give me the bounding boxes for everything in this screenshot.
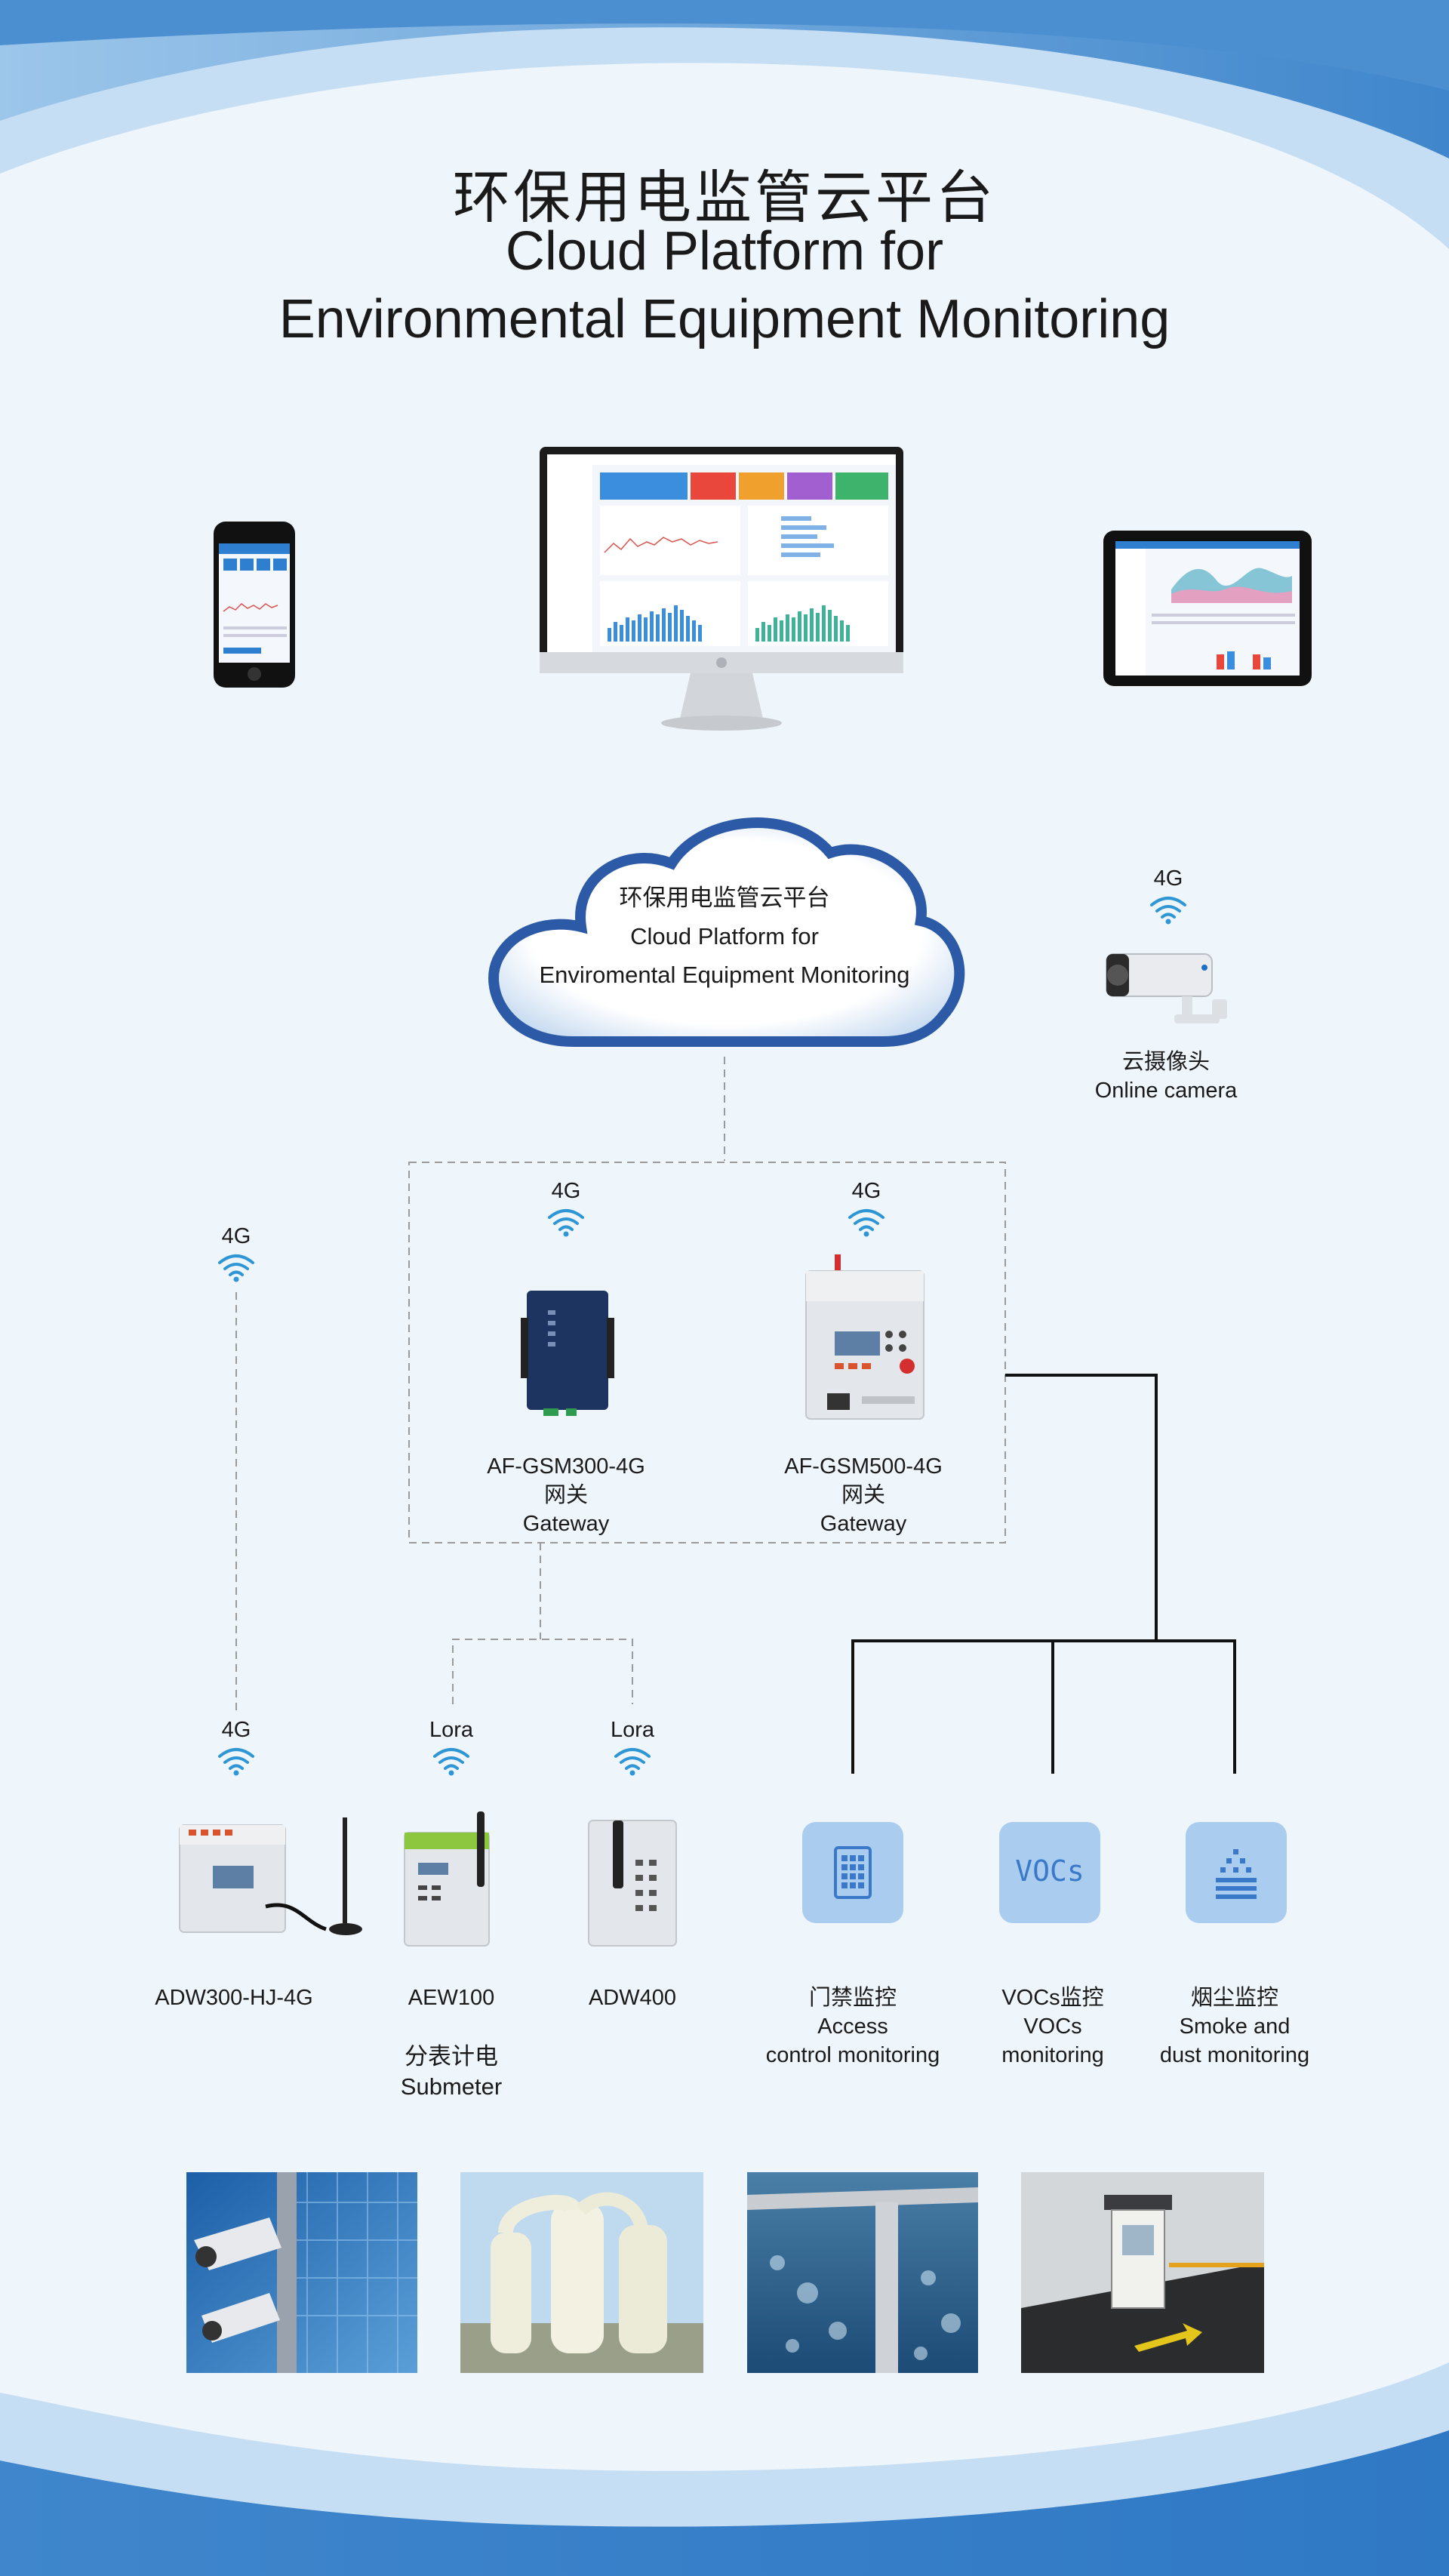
gateway-1-label-cn: 网关	[543, 1483, 588, 1507]
gateway-2-signal-label: 4G	[851, 1179, 881, 1203]
dust-monitor-icon-box	[1186, 1822, 1287, 1923]
wifi-icon	[433, 1748, 469, 1776]
gateway-2-label-cn: 网关	[841, 1483, 885, 1507]
monitor-2-label-en2: monitoring	[1001, 2043, 1104, 2067]
photo-access-gate	[1021, 2172, 1264, 2373]
photo-surveillance-cameras	[186, 2172, 417, 2373]
gateway-1-signal-label: 4G	[551, 1179, 581, 1203]
access-control-icon-box	[802, 1822, 903, 1923]
tablet-icon	[1103, 531, 1312, 686]
gateway-2-label-en: Gateway	[820, 1512, 907, 1536]
wifi-icon	[1150, 897, 1186, 925]
cloud-label-en1: Cloud Platform for	[630, 923, 819, 949]
gateway-af-gsm500-icon	[805, 1254, 924, 1420]
vocs-icon-box: VOCs	[999, 1822, 1100, 1923]
desktop-monitor-icon	[540, 447, 903, 731]
wifi-icon	[848, 1209, 884, 1237]
camera-signal: 4G	[1117, 866, 1220, 925]
meter-3-model: ADW400	[588, 1986, 677, 2010]
submeter-label-cn: 分表计电	[405, 2043, 498, 2070]
wifi-icon	[218, 1748, 254, 1776]
gateway-1-model: AF-GSM300-4G	[487, 1454, 645, 1479]
online-camera-icon	[1106, 953, 1227, 1023]
title-en-line1: Cloud Platform for	[505, 221, 944, 282]
cloud-platform-shape	[488, 817, 965, 1047]
meter-2-model: AEW100	[408, 1986, 495, 2010]
gateway-1-signal: 4G	[515, 1179, 617, 1237]
meter-3-signal-label: Lora	[610, 1718, 655, 1742]
meter-adw300-icon	[179, 1817, 362, 1935]
meter-1-signal: 4G	[185, 1718, 288, 1776]
meter-2-signal: Lora	[400, 1718, 503, 1776]
left-signal-label: 4G	[221, 1224, 251, 1248]
cloud-label-en2: Enviromental Equipment Monitoring	[539, 962, 910, 988]
photo-water-treatment	[747, 2172, 978, 2373]
submeter-label-en: Submeter	[400, 2073, 503, 2100]
monitor-3-label-en2: dust monitoring	[1159, 2043, 1310, 2067]
monitor-1-label-en2: control monitoring	[765, 2043, 940, 2067]
camera-signal-label: 4G	[1153, 866, 1183, 891]
keypad-icon	[834, 1846, 872, 1899]
cloud-label-cn: 环保用电监管云平台	[619, 885, 830, 911]
meter-aew100-icon	[404, 1811, 490, 1947]
title-cn: 环保用电监管云平台	[453, 164, 996, 231]
meter-2-signal-label: Lora	[429, 1718, 474, 1742]
wifi-icon	[218, 1254, 254, 1282]
meter-1-model: ADW300-HJ-4G	[155, 1986, 313, 2010]
wifi-icon	[548, 1209, 584, 1237]
monitor-1-label-en1: Access	[817, 2014, 888, 2039]
meter-3-signal: Lora	[581, 1718, 684, 1776]
smartphone-icon	[214, 522, 295, 688]
monitor-3-label-en1: Smoke and	[1179, 2014, 1291, 2039]
photo-industrial-scrubbers	[460, 2172, 703, 2373]
gateway-2-model: AF-GSM500-4G	[784, 1454, 943, 1479]
dust-icon	[1216, 1849, 1257, 1899]
title-en-line2: Environmental Equipment Monitoring	[278, 289, 1171, 349]
meter-adw400-icon	[588, 1820, 677, 1947]
monitor-2-label-cn: VOCs监控	[1001, 1986, 1104, 2010]
monitor-3-label-cn: 烟尘监控	[1190, 1986, 1278, 2010]
camera-label-cn: 云摄像头	[1121, 1050, 1210, 1074]
gateway-1-label-en: Gateway	[522, 1512, 610, 1536]
wifi-icon	[614, 1748, 651, 1776]
gateway-2-signal: 4G	[815, 1179, 918, 1237]
meter-1-signal-label: 4G	[221, 1718, 251, 1742]
camera-label-en: Online camera	[1094, 1079, 1238, 1103]
monitor-2-label-en1: VOCs	[1023, 2014, 1082, 2039]
vocs-icon: VOCs	[1015, 1854, 1084, 1888]
left-signal: 4G	[185, 1224, 288, 1282]
monitor-1-label-cn: 门禁监控	[808, 1986, 897, 2010]
gateway-af-gsm300-icon	[521, 1291, 614, 1416]
